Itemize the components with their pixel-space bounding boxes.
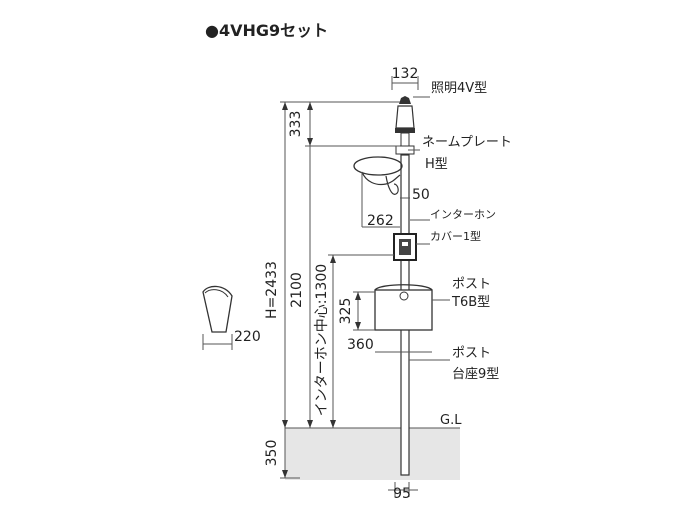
- label-intercom: インターホン: [430, 208, 496, 221]
- diagram-title: ●4VHG9セット: [205, 17, 328, 41]
- intercom-cover: [393, 233, 417, 261]
- dim-pole-width: 95: [393, 486, 411, 502]
- dim-side-width: 220: [234, 329, 261, 345]
- label-base-type: 台座9型: [452, 367, 499, 382]
- label-base: ポスト: [452, 346, 491, 361]
- title-text: ●4VHG9セット: [205, 21, 329, 40]
- nameplate-ring: [353, 156, 403, 195]
- dim-ring-width: 262: [367, 213, 394, 229]
- lamp-fixture: [395, 96, 415, 155]
- label-lamp: 照明4V型: [431, 81, 487, 96]
- dim-lamp-height: 333: [288, 111, 304, 138]
- dim-top-width: 132: [392, 66, 419, 82]
- post-box: [374, 284, 433, 331]
- label-nameplate: ネームプレート: [422, 135, 512, 150]
- dim-post-height: 325: [338, 298, 354, 325]
- dim-post-width: 360: [347, 337, 374, 353]
- dim-intercom-center: インターホン中心:1300: [314, 264, 330, 416]
- dim-base-height: 350: [264, 440, 280, 467]
- dim-2100: 2100: [289, 272, 305, 308]
- side-post-view: [202, 285, 233, 333]
- label-post-type: T6B型: [451, 295, 490, 310]
- label-post: ポスト: [452, 277, 491, 292]
- ground-area: [285, 428, 460, 480]
- dim-total-height: H=2433: [264, 261, 280, 319]
- label-nameplate-type: H型: [425, 157, 448, 172]
- label-intercom-cover: カバー1型: [430, 229, 481, 243]
- label-ground: G.L: [440, 413, 462, 428]
- dim-ring-offset: 50: [412, 187, 430, 203]
- dimension-arrows: [282, 102, 361, 478]
